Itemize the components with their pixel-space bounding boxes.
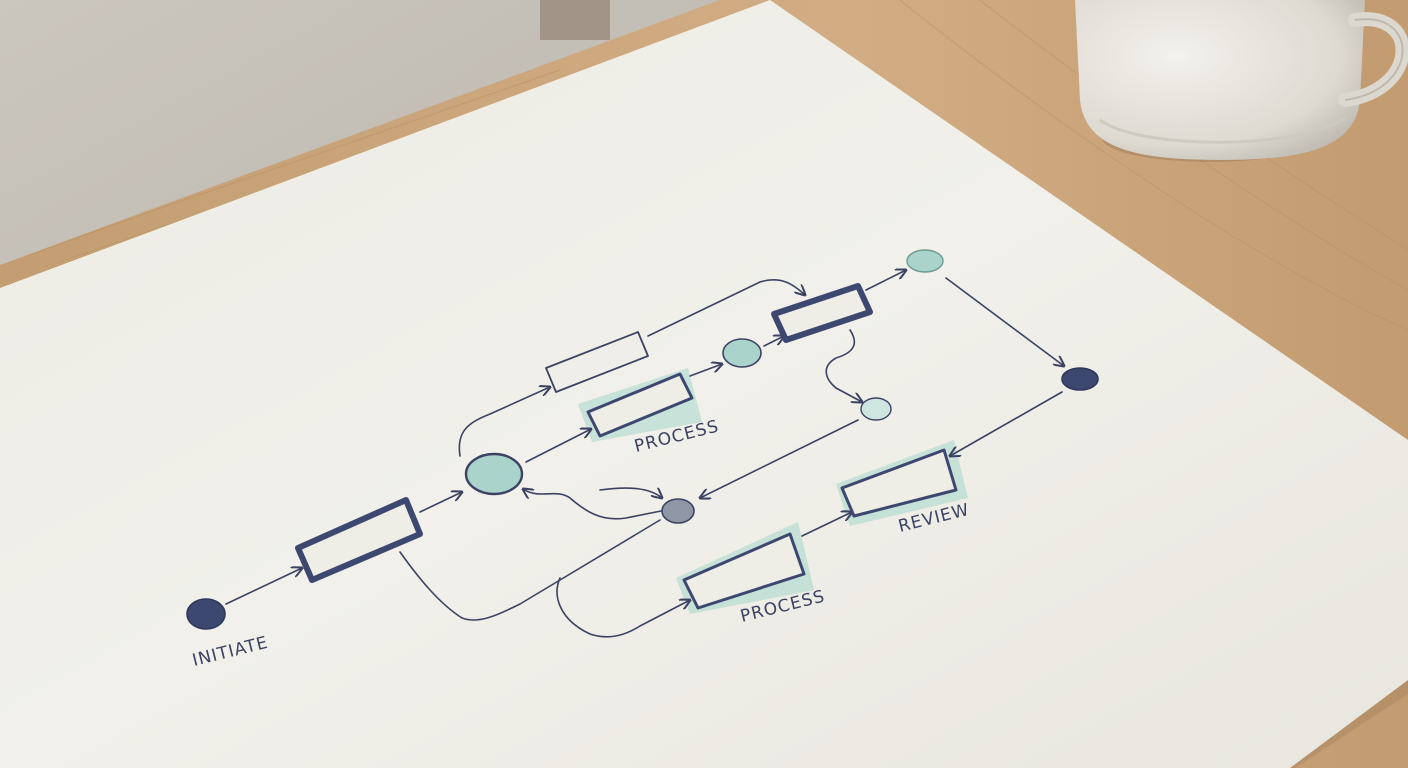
- edge-box1-loop: [399, 519, 661, 621]
- edge-hub-topbox: [458, 387, 550, 457]
- box-dark-left: [295, 497, 423, 583]
- node-dark-right: [1061, 367, 1099, 391]
- edge-hub-grey: [599, 488, 662, 498]
- flow-diagram: [186, 249, 1099, 638]
- coffee-mug-icon: [1075, 0, 1408, 162]
- background-post: [540, 0, 610, 40]
- edge-process-review: [801, 512, 852, 537]
- node-initiate: [186, 598, 226, 630]
- edge-loop-process: [556, 577, 690, 638]
- box-review: [840, 448, 958, 518]
- edge-topbox-box2: [647, 279, 805, 337]
- box-process-lower: [682, 532, 806, 610]
- box-top-outline: [545, 331, 649, 393]
- edge-initiate-box1: [225, 568, 302, 605]
- box-process-upper: [586, 372, 694, 438]
- edge-topnode-darknode: [945, 277, 1064, 366]
- edge-box1-hub: [419, 492, 462, 513]
- edge-darknode-review: [950, 391, 1063, 456]
- node-small: [860, 397, 892, 421]
- edge-box2-smallnode: [825, 329, 862, 402]
- edge-grey-hub: [523, 489, 667, 520]
- edge-smallnode-grey: [700, 419, 859, 498]
- node-hub: [464, 452, 524, 496]
- edge-box2-topnode: [865, 270, 906, 291]
- node-teal-mid: [722, 338, 762, 368]
- node-top-right: [906, 249, 944, 273]
- edge-process-circle: [689, 364, 722, 377]
- edge-circle-box2: [763, 336, 784, 347]
- box-dark-right: [771, 283, 873, 343]
- node-grey: [661, 498, 695, 524]
- edge-hub-process: [525, 429, 591, 463]
